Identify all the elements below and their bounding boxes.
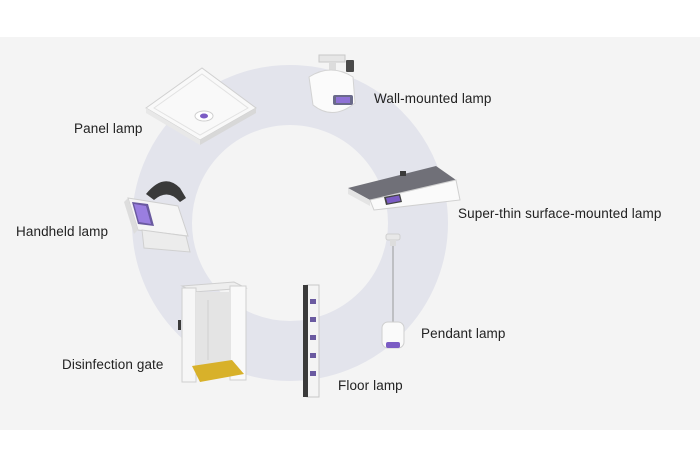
wall-mounted-lamp-label: Wall-mounted lamp	[374, 91, 492, 106]
handheld-lamp-label: Handheld lamp	[16, 224, 109, 239]
floor-lamp-image	[301, 284, 323, 398]
handheld-lamp-image	[124, 176, 196, 254]
pendant-lamp-label: Pendant lamp	[421, 326, 506, 341]
panel-lamp-image	[145, 67, 258, 145]
super-thin-lamp-label: Super-thin surface-mounted lamp	[458, 206, 662, 221]
disinfection-gate-label: Disinfection gate	[62, 357, 164, 372]
disinfection-gate-image	[178, 280, 248, 386]
wall-mounted-lamp-image	[303, 54, 359, 119]
panel-lamp-label: Panel lamp	[74, 121, 143, 136]
floor-lamp-label: Floor lamp	[338, 378, 403, 393]
super-thin-lamp-image	[348, 164, 462, 212]
pendant-lamp-image	[378, 233, 408, 354]
